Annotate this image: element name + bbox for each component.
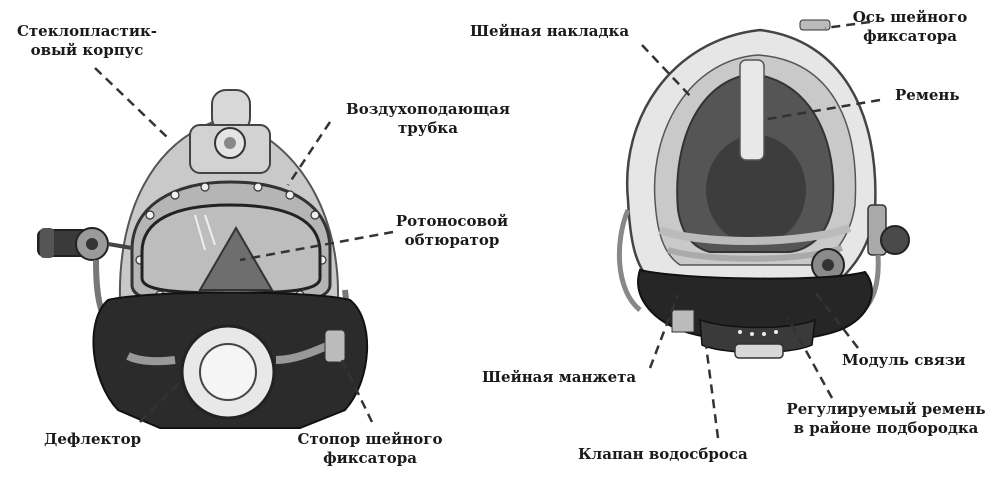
rear-neck-cuff xyxy=(699,318,816,354)
rear-lock-axis xyxy=(799,19,831,31)
label-shell: Стеклопластик- овый корпус xyxy=(2,22,172,60)
label-neck-lock-stop: Стопор шейного фиксатора xyxy=(280,430,460,468)
rear-strap xyxy=(739,59,765,161)
label-neck-cuff: Шейная манжета xyxy=(482,368,637,386)
label-oronasal: Ротоносовой обтюратор xyxy=(382,212,522,250)
label-neck-lock-axis-line1: Ось шейного xyxy=(852,8,968,26)
label-chin-strap-line1: Регулируемый ремень xyxy=(786,400,986,418)
rear-side-wheel-icon xyxy=(880,225,910,255)
label-air-tube-line1: Воздухоподающая xyxy=(346,100,510,118)
label-shell-line2: овый корпус xyxy=(30,41,144,59)
label-drain-valve: Клапан водосброса xyxy=(578,445,748,463)
label-shell-line1: Стеклопластик- xyxy=(16,22,158,40)
label-neck-lock-axis: Ось шейного фиксатора xyxy=(840,8,980,46)
label-air-tube: Воздухоподающая трубка xyxy=(328,100,528,138)
label-neck-pad: Шейная накладка xyxy=(470,22,630,40)
label-chin-strap-line2: в районе подбородка xyxy=(793,419,979,437)
label-oronasal-line2: обтюратор xyxy=(404,231,500,249)
label-air-tube-line2: трубка xyxy=(398,119,458,137)
rear-helmet xyxy=(616,19,910,359)
label-neck-lock-stop-line1: Стопор шейного xyxy=(297,430,443,448)
label-strap: Ремень xyxy=(895,86,960,104)
label-neck-lock-stop-line2: фиксатора xyxy=(323,449,417,467)
leader-lines xyxy=(94,20,881,439)
label-comm-module: Модуль связи xyxy=(842,351,966,369)
label-oronasal-line1: Ротоносовой xyxy=(395,212,509,230)
front-oronasal-mask xyxy=(198,226,274,291)
label-chin-strap: Регулируемый ремень в районе подбородка xyxy=(776,400,996,438)
label-neck-lock-axis-line2: фиксатора xyxy=(863,27,957,45)
label-deflector: Дефлектор xyxy=(44,430,142,448)
front-helmet xyxy=(37,89,368,429)
rear-drain-valve xyxy=(734,343,784,359)
